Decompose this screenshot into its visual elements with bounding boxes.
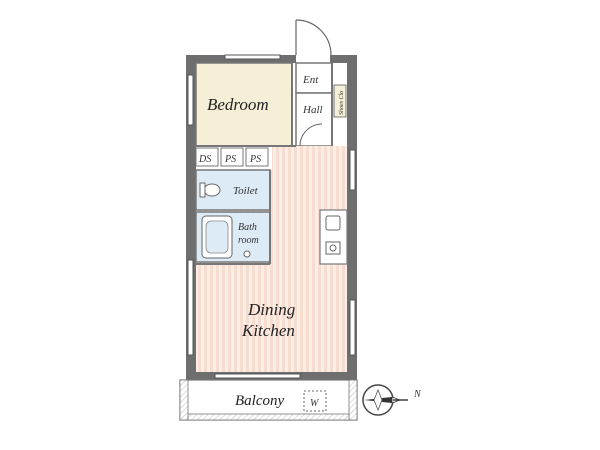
hall-door — [299, 123, 323, 147]
bedroom-label: Bedroom — [207, 95, 269, 114]
toilet-label-top: Toilet — [233, 185, 259, 197]
washer-space — [303, 390, 327, 412]
sink-icon — [325, 215, 341, 231]
bath-label-2-top: room — [238, 235, 259, 246]
bath-label-1-top: Bath — [238, 222, 257, 233]
hall-label: Hall — [302, 104, 323, 116]
ps-label-2-top: PS — [249, 154, 261, 165]
ds-label-top: DS — [198, 154, 211, 165]
entrance-door — [295, 19, 332, 56]
bedroom — [195, 62, 293, 147]
balcony-label: Balcony — [235, 393, 284, 409]
windows — [187, 54, 356, 379]
ps-label-1-top: PS — [224, 154, 236, 165]
shoe-closet — [333, 84, 347, 118]
stove-icon — [325, 241, 341, 255]
north-label: N — [413, 389, 422, 400]
shoe-closet-label: Shoes Clo — [339, 91, 345, 115]
washer-label: W — [310, 398, 320, 409]
entrance-label: Ent — [302, 74, 319, 86]
compass-icon — [362, 384, 408, 416]
dining-label-1: Dining — [247, 300, 295, 319]
dining-label-2: Kitchen — [241, 321, 295, 340]
